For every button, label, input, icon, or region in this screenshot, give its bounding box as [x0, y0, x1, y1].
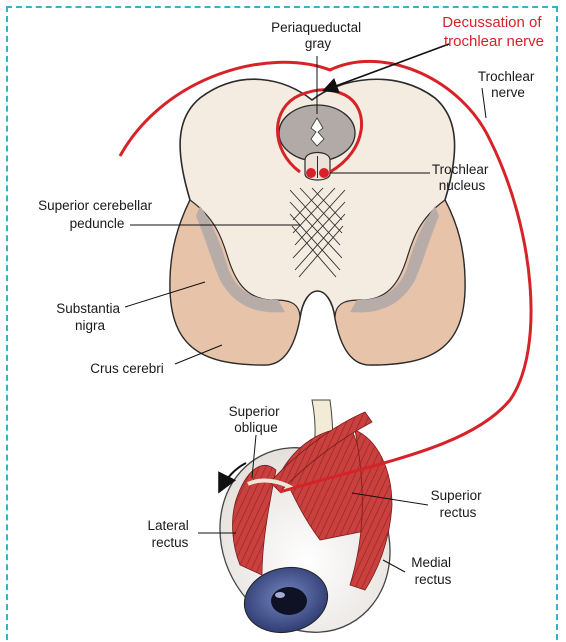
trochlear-nucleus-right — [319, 168, 329, 178]
label-crus-cerebri: Crus cerebri — [90, 361, 164, 376]
label-superior-cerebellar-peduncle: Superior cerebellar peduncle — [38, 198, 156, 231]
trochlear-nucleus-left — [306, 168, 316, 178]
label-trochlear-nucleus: Trochlear nucleus — [432, 162, 492, 193]
label-decussation: Decussation of trochlear nerve — [442, 14, 545, 50]
label-superior-rectus: Superior rectus — [431, 488, 486, 520]
pupil — [271, 587, 307, 615]
label-lateral-rectus: Lateral rectus — [147, 518, 192, 550]
label-substantia-nigra: Substantia nigra — [56, 301, 124, 333]
label-superior-oblique: Superior oblique — [229, 404, 284, 435]
label-periaqueductal-gray: Periaqueductal gray — [271, 20, 365, 51]
label-trochlear-nerve: Trochlear nerve — [478, 69, 538, 100]
label-medial-rectus: Medial rectus — [411, 555, 455, 587]
